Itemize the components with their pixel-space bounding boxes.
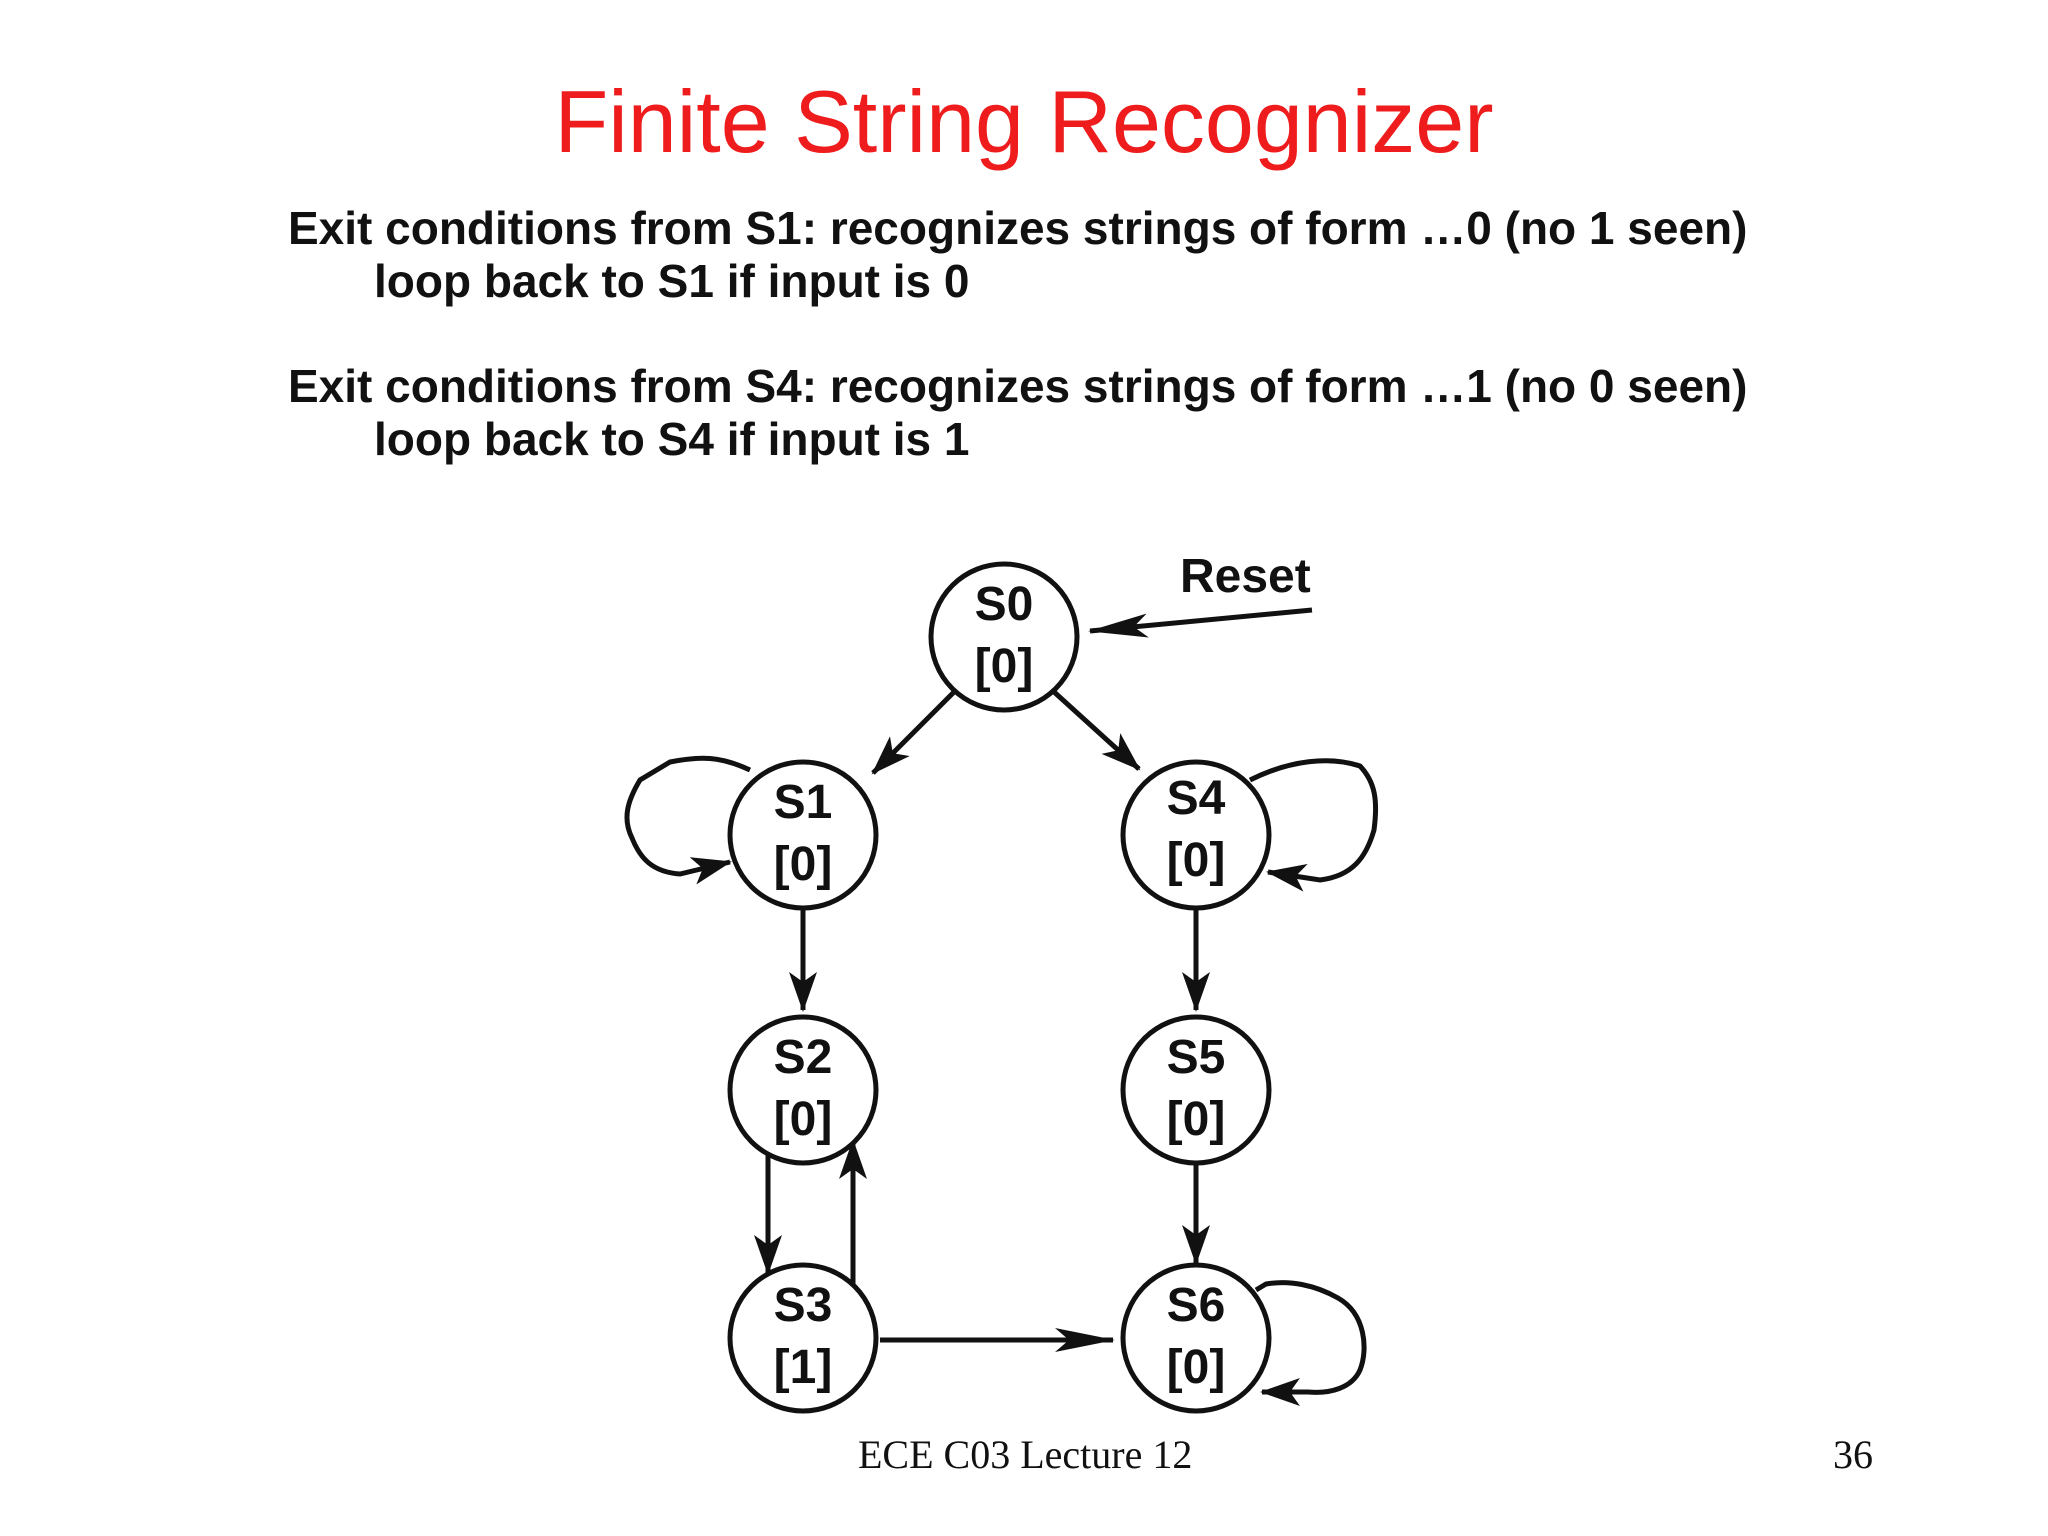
- transition-s1-loop: [624, 755, 752, 885]
- s1-loop-condition: loop back to S1 if input is 0: [374, 255, 970, 307]
- slide-title: Finite String Recognizer: [554, 72, 1494, 171]
- state-s4-name: S4: [1167, 772, 1226, 825]
- page-number: 36: [1833, 1432, 1873, 1477]
- transition-s0-s1: [871, 689, 957, 775]
- reset-label: Reset: [1180, 550, 1311, 603]
- state-s6-output: [0]: [1167, 1341, 1226, 1394]
- state-s3-name: S3: [774, 1279, 833, 1332]
- state-s6-name: S6: [1167, 1279, 1226, 1332]
- state-s2-output: [0]: [774, 1093, 833, 1146]
- state-s1-output: [0]: [774, 838, 833, 891]
- state-s2-circle: [727, 1014, 879, 1166]
- state-s0-output: [0]: [975, 640, 1034, 693]
- transition-s6-loop: [1254, 1280, 1367, 1406]
- reset-arrow: [1088, 607, 1313, 638]
- s4-loop-condition: loop back to S4 if input is 1: [374, 413, 970, 465]
- state-s1-name: S1: [774, 776, 833, 829]
- state-s5-circle: [1120, 1014, 1272, 1166]
- transition-s4-loop: [1248, 758, 1379, 892]
- state-s6-circle: [1120, 1262, 1272, 1414]
- state-s1: S1 [0]: [727, 759, 879, 911]
- state-s4-circle: [1120, 759, 1272, 911]
- state-s5-name: S5: [1167, 1031, 1226, 1084]
- s4-exit-condition: Exit conditions from S4: recognizes stri…: [288, 360, 1748, 412]
- state-s4: S4 [0]: [1120, 759, 1272, 911]
- state-s2: S2 [0]: [727, 1014, 879, 1166]
- state-s5-output: [0]: [1167, 1093, 1226, 1146]
- reset-transition: Reset: [1088, 550, 1313, 638]
- s1-exit-condition: Exit conditions from S1: recognizes stri…: [288, 202, 1748, 254]
- state-s0-name: S0: [975, 578, 1034, 631]
- state-s6: S6 [0]: [1120, 1262, 1272, 1414]
- transition-arrows: [624, 689, 1379, 1406]
- state-s0: S0 [0]: [928, 561, 1080, 713]
- state-s5: S5 [0]: [1120, 1014, 1272, 1166]
- state-s3-output: [1]: [774, 1341, 833, 1394]
- footer-lecture: ECE C03 Lecture 12: [858, 1432, 1193, 1477]
- state-s3: S3 [1]: [727, 1262, 879, 1414]
- transition-s0-s4: [1051, 689, 1141, 771]
- state-s0-circle: [928, 561, 1080, 713]
- state-s4-output: [0]: [1167, 834, 1226, 887]
- state-s3-circle: [727, 1262, 879, 1414]
- state-s2-name: S2: [774, 1031, 833, 1084]
- state-s1-circle: [727, 759, 879, 911]
